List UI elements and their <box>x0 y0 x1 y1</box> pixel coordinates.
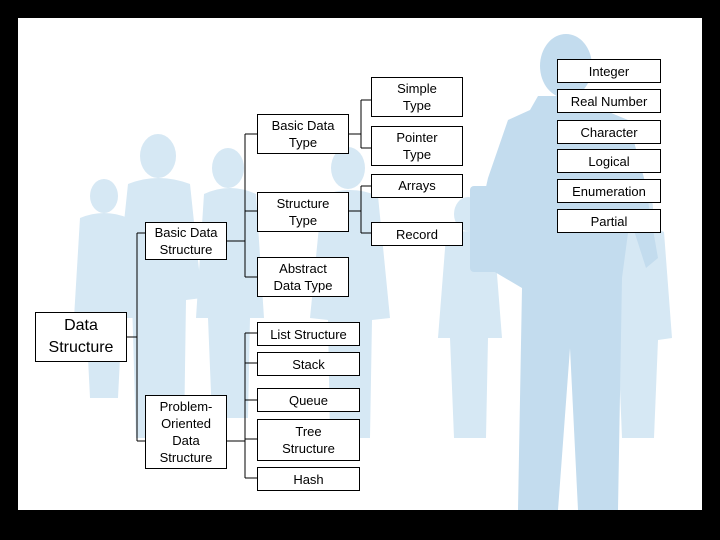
node-basic-data-structure: Basic Data Structure <box>145 222 227 260</box>
node-label: Basic Data Type <box>271 118 335 150</box>
node-integer: Integer <box>557 59 661 83</box>
node-label: Problem- Oriented Data Structure <box>159 399 213 465</box>
node-label: Queue <box>288 392 329 408</box>
node-character: Character <box>557 120 661 144</box>
node-tree-structure: Tree Structure <box>257 419 360 461</box>
node-label: List Structure <box>270 326 347 342</box>
node-enumeration: Enumeration <box>557 179 661 203</box>
node-label: Character <box>580 124 638 140</box>
node-logical: Logical <box>557 149 661 173</box>
node-label: Enumeration <box>572 183 646 199</box>
node-real-number: Real Number <box>557 89 661 113</box>
node-label: Integer <box>588 63 630 79</box>
node-stack: Stack <box>257 352 360 376</box>
node-abstract-data-type: Abstract Data Type <box>257 257 349 297</box>
node-partial: Partial <box>557 209 661 233</box>
node-label: Logical <box>588 153 630 169</box>
root-node-label: Data Structure <box>48 317 114 356</box>
node-label: Partial <box>590 213 628 229</box>
node-record: Record <box>371 222 463 246</box>
node-hash: Hash <box>257 467 360 491</box>
node-label: Real Number <box>570 93 648 109</box>
node-queue: Queue <box>257 388 360 412</box>
node-list-structure: List Structure <box>257 322 360 346</box>
tree-connectors <box>127 99 371 479</box>
node-problem-oriented-data-structure: Problem- Oriented Data Structure <box>145 395 227 469</box>
node-label: Record <box>396 226 438 242</box>
node-label: Structure Type <box>276 196 330 228</box>
node-basic-data-type: Basic Data Type <box>257 114 349 154</box>
node-arrays: Arrays <box>371 174 463 198</box>
node-structure-type: Structure Type <box>257 192 349 232</box>
node-label: Arrays <box>398 178 436 193</box>
node-label: Pointer Type <box>396 130 438 162</box>
node-label: Simple Type <box>397 81 437 113</box>
node-pointer-type: Pointer Type <box>371 126 463 166</box>
node-simple-type: Simple Type <box>371 77 463 117</box>
node-label: Hash <box>293 471 324 487</box>
slide: Data Structure Basic Data Structure Prob… <box>18 18 702 510</box>
node-label: Abstract Data Type <box>273 261 333 293</box>
node-label: Basic Data Structure <box>154 225 218 257</box>
node-label: Tree Structure <box>282 424 335 456</box>
root-node-data-structure: Data Structure <box>35 312 127 362</box>
node-label: Stack <box>292 356 325 372</box>
